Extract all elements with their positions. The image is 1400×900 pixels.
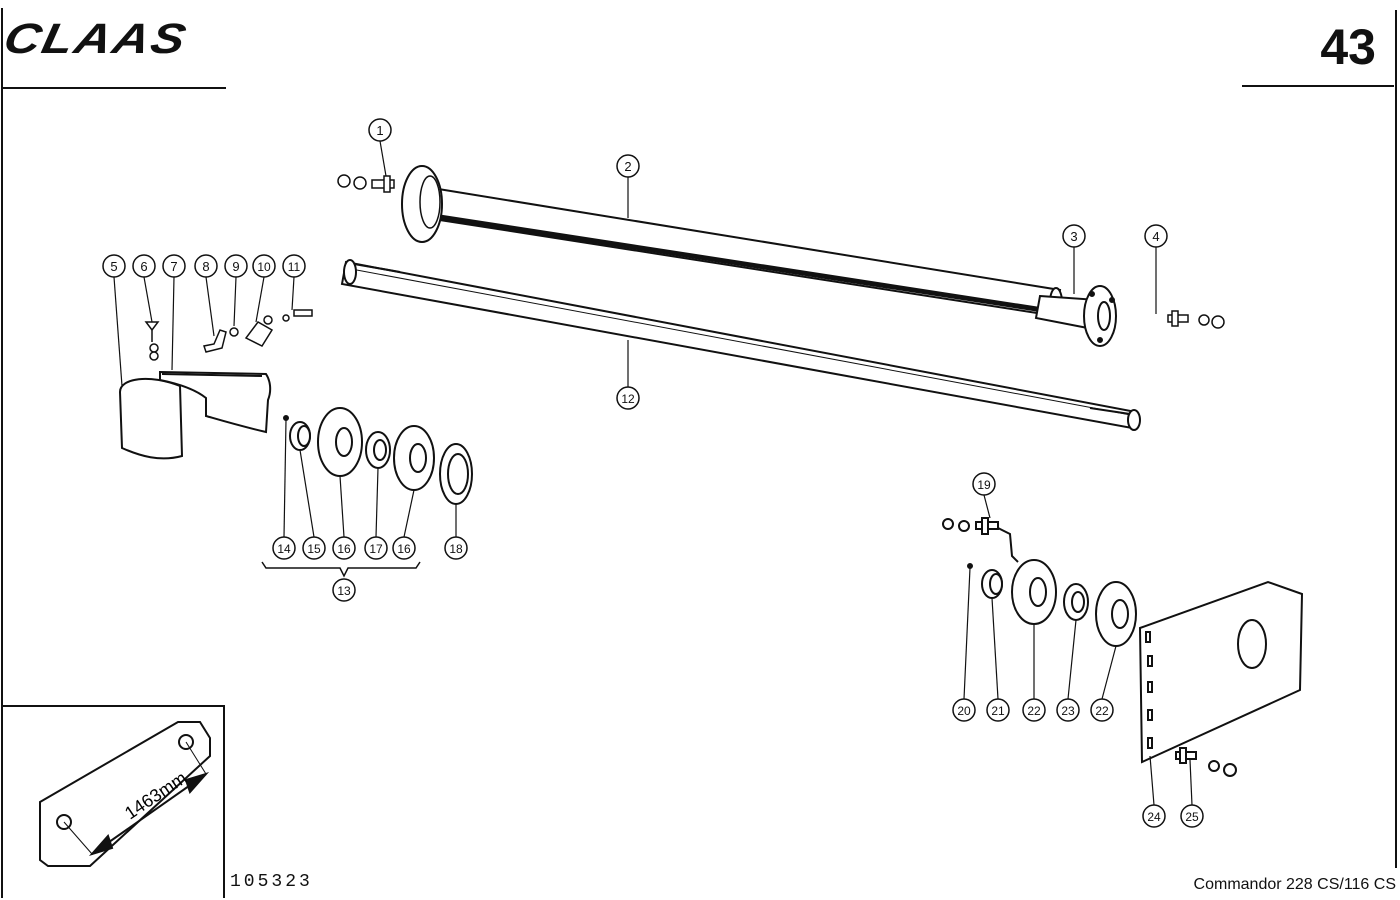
callout-circle <box>1062 224 1086 248</box>
bolt-1-assembly <box>337 174 395 193</box>
callout-leader <box>143 276 153 323</box>
dimension-label: 1463mm <box>121 768 190 824</box>
fasteners-6-11 <box>144 309 313 361</box>
callout-label: 1 <box>376 123 383 138</box>
sleeve-part <box>1034 285 1117 347</box>
callout-label: 7 <box>170 259 177 274</box>
bearing-set-left <box>283 407 473 505</box>
shaft-part <box>340 259 1141 431</box>
detail-inset <box>39 721 211 867</box>
callout-circle <box>102 254 126 278</box>
callout-circle <box>132 254 156 278</box>
callout-label: 16 <box>337 542 351 556</box>
callout-label: 24 <box>1147 810 1161 824</box>
callout-circle <box>282 254 306 278</box>
callout-circle <box>616 154 640 178</box>
callout-circle <box>972 472 996 496</box>
callout-leader <box>379 140 387 177</box>
callout-circle <box>1180 804 1204 828</box>
callout-circle <box>952 698 976 722</box>
callout-label: 19 <box>977 478 991 492</box>
callout-label: 4 <box>1152 229 1159 244</box>
callout-label: 23 <box>1061 704 1075 718</box>
callout-circle <box>252 254 276 278</box>
callout-label: 8 <box>202 259 209 274</box>
callout-circle <box>368 118 392 142</box>
document-number: 105323 <box>230 872 313 892</box>
callout-label: 13 <box>337 584 351 598</box>
callout-label: 12 <box>621 392 635 406</box>
callout-circle <box>986 698 1010 722</box>
callout-label: 16 <box>397 542 411 556</box>
callout-leader <box>983 494 991 519</box>
callout-leader <box>375 467 379 538</box>
callout-label: 25 <box>1185 810 1199 824</box>
callout-leader <box>963 567 971 700</box>
callout-label: 11 <box>288 260 301 274</box>
callout-leader <box>403 489 415 538</box>
callout-leader <box>171 276 175 371</box>
callout-leader <box>291 276 295 311</box>
callout-leader <box>1101 645 1117 700</box>
callout-label: 21 <box>991 704 1005 718</box>
callout-leader <box>339 475 345 538</box>
callout-circle <box>332 578 356 602</box>
model-name: Commandor 228 CS/116 CS <box>1193 876 1396 893</box>
bolt-4-assembly <box>1167 310 1225 329</box>
page-number: 43 <box>1320 19 1376 75</box>
callout-leader <box>283 419 287 538</box>
cover-part <box>118 370 272 460</box>
callout-circle <box>194 254 218 278</box>
callout-leader <box>991 597 999 700</box>
callout-circle <box>444 536 468 560</box>
group-bracket-13 <box>261 561 421 578</box>
callout-label: 22 <box>1027 704 1041 718</box>
callout-circle <box>1056 698 1080 722</box>
callout-leader <box>233 276 237 327</box>
callout-leader <box>1067 619 1077 700</box>
brand-logo: CLAAS <box>0 14 193 63</box>
callout-label: 14 <box>277 542 291 556</box>
callout-label: 17 <box>369 542 383 556</box>
callout-label: 10 <box>257 260 271 274</box>
callout-leader <box>113 276 123 387</box>
callout-label: 5 <box>110 259 117 274</box>
callout-label: 3 <box>1070 229 1077 244</box>
callout-label: 6 <box>140 259 147 274</box>
callout-label: 20 <box>957 704 971 718</box>
callout-leader <box>1149 755 1155 806</box>
bearing-set-right <box>942 517 1137 647</box>
callout-circle <box>272 536 296 560</box>
callout-circle <box>1090 698 1114 722</box>
callout-circle <box>162 254 186 278</box>
callout-label: 18 <box>449 542 463 556</box>
callout-circle <box>1022 698 1046 722</box>
callout-circle <box>224 254 248 278</box>
callout-leader <box>1189 759 1193 806</box>
callout-label: 9 <box>232 259 239 274</box>
mounting-plate <box>1138 580 1304 777</box>
callout-label: 15 <box>307 542 321 556</box>
callout-leader <box>255 276 265 323</box>
callout-leader <box>205 276 215 337</box>
callout-circle <box>1142 804 1166 828</box>
callout-leader <box>299 449 315 538</box>
callout-circle <box>616 386 640 410</box>
callout-circle <box>392 536 416 560</box>
callout-circle <box>302 536 326 560</box>
callout-circle <box>332 536 356 560</box>
detail-frame <box>2 705 225 898</box>
callout-label: 22 <box>1095 704 1109 718</box>
callout-circle <box>1144 224 1168 248</box>
callout-label: 2 <box>624 159 631 174</box>
callout-circle <box>364 536 388 560</box>
